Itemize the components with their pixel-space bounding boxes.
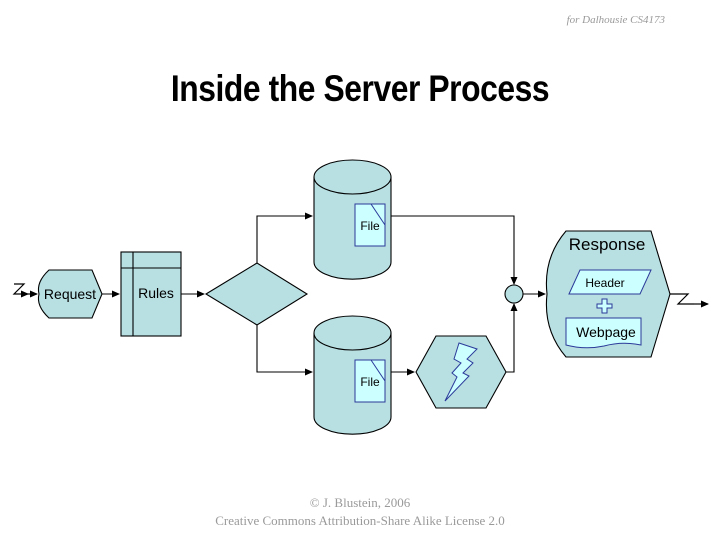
lightning-icon xyxy=(444,342,478,402)
database-bottom-body xyxy=(313,333,392,435)
course-note: for Dalhousie CS4173 xyxy=(566,14,665,26)
file-doc-top: File xyxy=(354,203,386,247)
merge-connector[interactable] xyxy=(504,284,524,304)
database-top-body xyxy=(313,177,392,280)
edge-process-merge xyxy=(506,303,518,373)
footer-copyright: © J. Blustein, 2006 xyxy=(309,495,411,510)
edge-decision-db-bottom xyxy=(256,325,313,376)
output-lightning-arrow xyxy=(670,293,709,308)
edge-db-top-merge xyxy=(391,215,518,285)
footer-license: Creative Commons Attribution-Share Alike… xyxy=(215,513,505,528)
response-node[interactable]: Response Header Webpage xyxy=(545,230,671,358)
request-node[interactable]: Request xyxy=(37,269,103,319)
webpage-label: Webpage xyxy=(576,324,636,340)
edge-decision-db-top xyxy=(256,212,313,263)
header-parallelogram: Header xyxy=(568,269,652,295)
header-label: Header xyxy=(585,276,624,290)
rules-shape xyxy=(120,251,182,337)
slide-title: Inside the Server Process xyxy=(170,68,550,109)
rules-label: Rules xyxy=(138,285,174,301)
rules-node[interactable]: Rules xyxy=(120,251,182,337)
decision-node[interactable] xyxy=(204,262,309,326)
plus-icon xyxy=(596,298,613,314)
file-doc-bottom: File xyxy=(354,359,386,403)
response-label: Response xyxy=(569,235,646,254)
request-label: Request xyxy=(44,286,96,302)
webpage-document: Webpage xyxy=(565,317,642,349)
file-label-bottom: File xyxy=(360,375,380,389)
database-top-lid xyxy=(313,159,392,195)
request-shape xyxy=(37,269,103,319)
process-node[interactable] xyxy=(415,335,507,409)
input-lightning-arrow xyxy=(12,283,38,298)
database-bottom-lid xyxy=(313,315,392,351)
file-label-top: File xyxy=(360,219,380,233)
database-bottom-node[interactable]: File xyxy=(313,315,392,435)
database-top-node[interactable]: File xyxy=(313,159,392,280)
